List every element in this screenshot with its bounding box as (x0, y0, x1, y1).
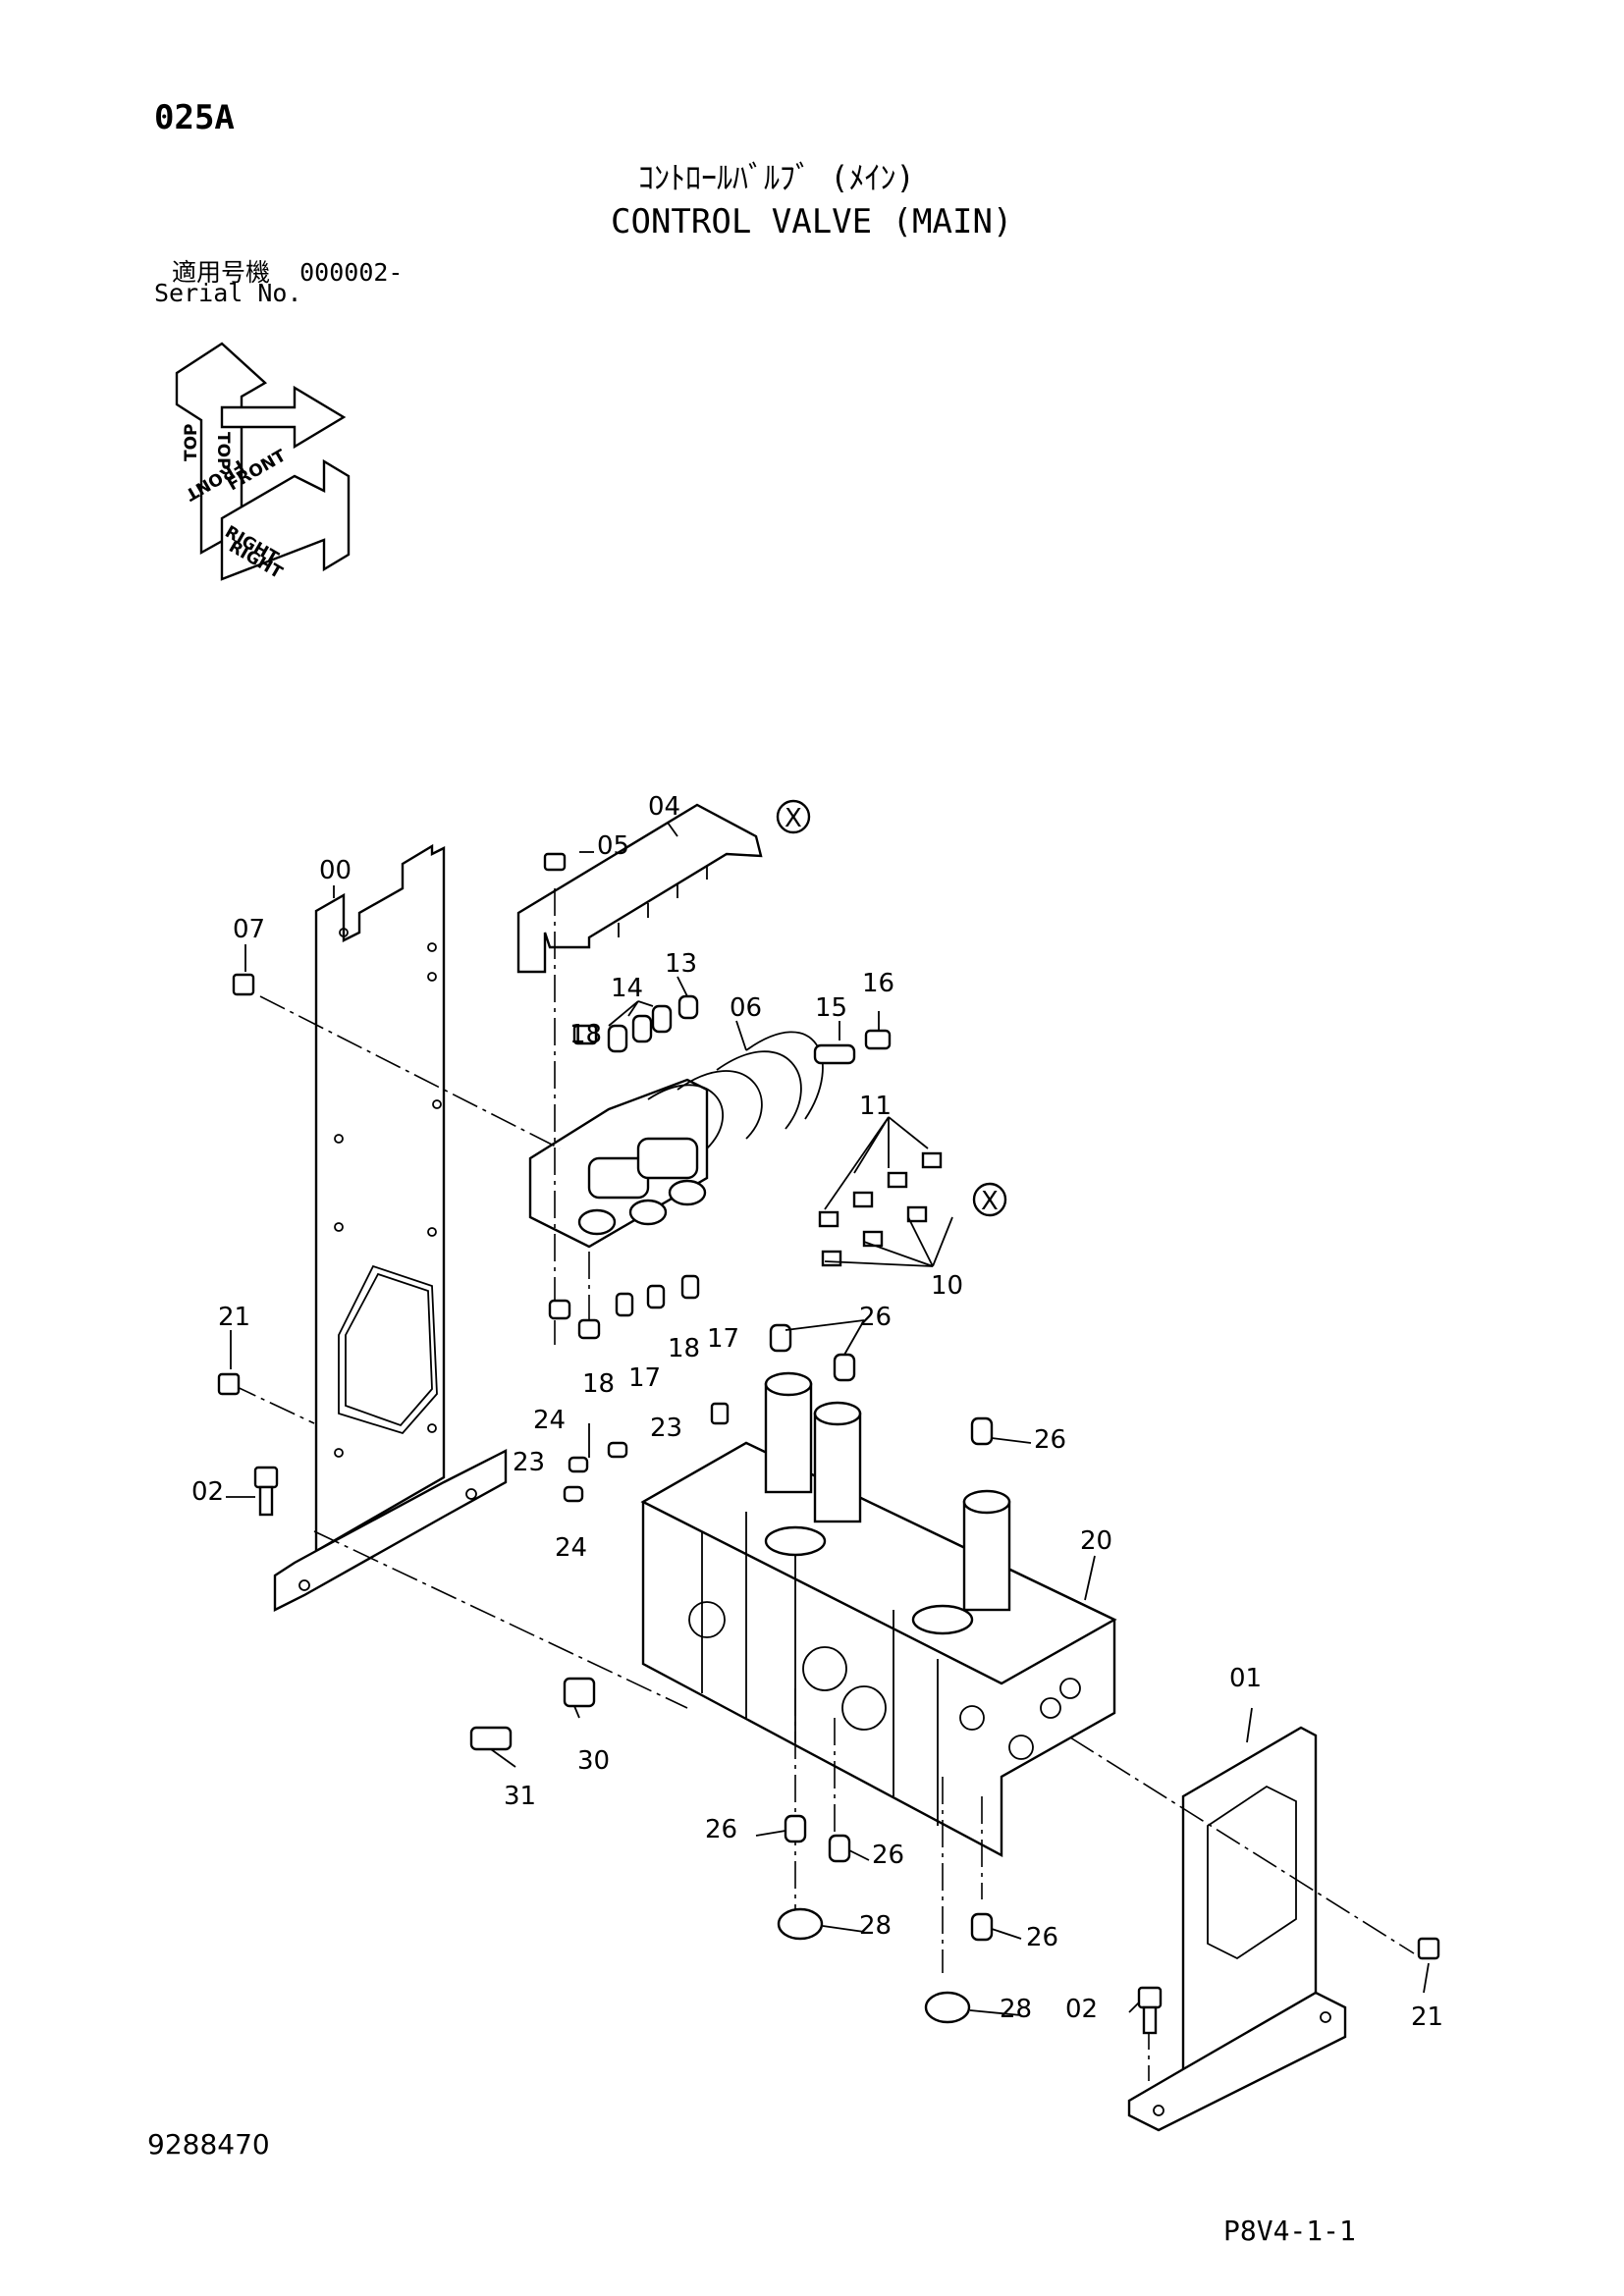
callout-06: 06 (730, 993, 762, 1023)
callout-05: 05 (597, 831, 629, 861)
orientation-top-label-2: TOP (213, 432, 233, 470)
orientation-indicator: TOP TOP FRONT FRONT RIGHT RIGHT (175, 342, 351, 583)
serial-row: 適用号機 000002- (172, 253, 403, 289)
small-plates (818, 1151, 943, 1267)
ref-x-top-label: X (785, 804, 802, 833)
callout-28-left: 28 (859, 1911, 892, 1941)
callout-26-right: 26 (1034, 1425, 1066, 1455)
ref-x-right-label: X (981, 1187, 999, 1216)
left-support-plate (273, 843, 508, 1612)
title-english: CONTROL VALVE (MAIN) (611, 202, 1013, 241)
callout-13: 13 (665, 949, 697, 979)
orientation-top-label: TOP (182, 423, 201, 461)
callout-24-bottom: 24 (555, 1533, 587, 1563)
callout-10: 10 (931, 1271, 963, 1301)
callout-17-right: 17 (707, 1324, 739, 1354)
callout-31: 31 (504, 1782, 536, 1811)
callout-30: 30 (577, 1746, 610, 1776)
right-support-plate (1127, 1726, 1347, 2132)
bracket (516, 803, 763, 974)
main-control-valve (640, 1371, 1117, 1858)
callout-16: 16 (862, 969, 894, 998)
callout-24-top: 24 (533, 1406, 566, 1435)
serial-label-jp: 適用号機 (172, 258, 271, 287)
fasteners (217, 852, 1440, 2035)
solenoid-valve-block (528, 1031, 824, 1249)
callout-20: 20 (1080, 1526, 1112, 1556)
title-japanese: ｺﾝﾄﾛｰﾙﾊﾞﾙﾌﾞ (ﾒｲﾝ) (638, 159, 915, 196)
callout-01: 01 (1229, 1664, 1262, 1693)
page-code: 025A (154, 98, 235, 137)
callout-04: 04 (648, 792, 680, 822)
leader-lines (226, 822, 1430, 2016)
callout-26-lower-left: 26 (705, 1815, 737, 1844)
callout-21-right: 21 (1411, 2002, 1443, 2032)
callout-26-lower-mid: 26 (872, 1841, 904, 1870)
part-callouts: 04 05 00 07 13 14 06 18 15 16 11 10 17 1… (191, 792, 1443, 2032)
reference-circle-x-top (776, 799, 811, 834)
callout-18-top: 18 (569, 1020, 602, 1049)
callout-07: 07 (233, 915, 265, 944)
callout-00: 00 (319, 856, 352, 885)
callout-11: 11 (859, 1092, 892, 1121)
callout-02-left: 02 (191, 1477, 224, 1507)
callout-15: 15 (815, 993, 847, 1023)
callout-28-right: 28 (1000, 1995, 1032, 2024)
reference-circle-x-right (972, 1182, 1007, 1217)
page-reference: P8V4-1-1 (1223, 2215, 1356, 2247)
callout-21-left: 21 (218, 1303, 250, 1332)
callout-23-left: 23 (513, 1448, 545, 1477)
callout-14: 14 (611, 974, 643, 1003)
document-number: 9288470 (147, 2128, 270, 2161)
callout-18-mid: 18 (668, 1334, 700, 1363)
callout-17-left: 17 (628, 1363, 661, 1393)
callout-18-bottom: 18 (582, 1369, 615, 1399)
serial-value: 000002- (299, 258, 404, 287)
callout-02-right: 02 (1065, 1995, 1098, 2024)
callout-26-top: 26 (859, 1303, 892, 1332)
callout-23-right: 23 (650, 1414, 682, 1443)
callout-26-lower-right: 26 (1026, 1923, 1058, 1952)
serial-label-en: Serial No. (154, 279, 302, 307)
